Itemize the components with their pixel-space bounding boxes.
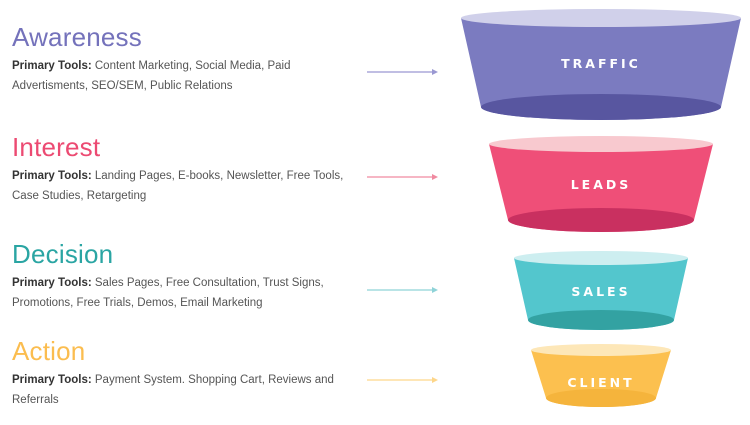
stage-tools: Primary Tools: Payment System. Shopping … (12, 370, 352, 410)
stage-action: Action Primary Tools: Payment System. Sh… (12, 336, 352, 410)
arrow-decision (367, 287, 438, 293)
stage-tools: Primary Tools: Sales Pages, Free Consult… (12, 273, 352, 313)
funnel-label-leads: LEADS (571, 177, 632, 192)
tools-label: Primary Tools: (12, 60, 92, 72)
funnel-segment-sales: SALES (514, 251, 688, 330)
stage-tools: Primary Tools: Content Marketing, Social… (12, 56, 352, 96)
funnel-label-traffic: TRAFFIC (561, 56, 641, 71)
stage-decision: Decision Primary Tools: Sales Pages, Fre… (12, 239, 352, 313)
stage-title: Decision (12, 239, 114, 269)
tools-label: Primary Tools: (12, 374, 92, 386)
arrow-action (367, 377, 438, 383)
arrow-awareness (367, 69, 438, 75)
stage-interest: Interest Primary Tools: Landing Pages, E… (12, 132, 352, 206)
tools-text: Content Marketing, Social Media, Paid Ad… (12, 60, 291, 92)
stage-title: Interest (12, 132, 101, 162)
stage-title: Awareness (12, 22, 142, 52)
stage-title: Action (12, 336, 86, 366)
funnel-segment-client: CLIENT (531, 344, 671, 407)
funnel-label-client: CLIENT (567, 375, 634, 390)
funnel-segment-leads: LEADS (489, 136, 713, 232)
tools-text: Sales Pages, Free Consultation, Trust Si… (12, 277, 324, 309)
funnel-label-sales: SALES (571, 284, 630, 299)
tools-label: Primary Tools: (12, 170, 92, 182)
funnel-segment-traffic: TRAFFIC (461, 9, 741, 120)
arrow-interest (367, 174, 438, 180)
tools-label: Primary Tools: (12, 277, 92, 289)
stage-awareness: Awareness Primary Tools: Content Marketi… (12, 22, 352, 96)
tools-text: Landing Pages, E-books, Newsletter, Free… (12, 170, 344, 202)
tools-text: Payment System. Shopping Cart, Reviews a… (12, 374, 334, 406)
stage-tools: Primary Tools: Landing Pages, E-books, N… (12, 166, 352, 206)
